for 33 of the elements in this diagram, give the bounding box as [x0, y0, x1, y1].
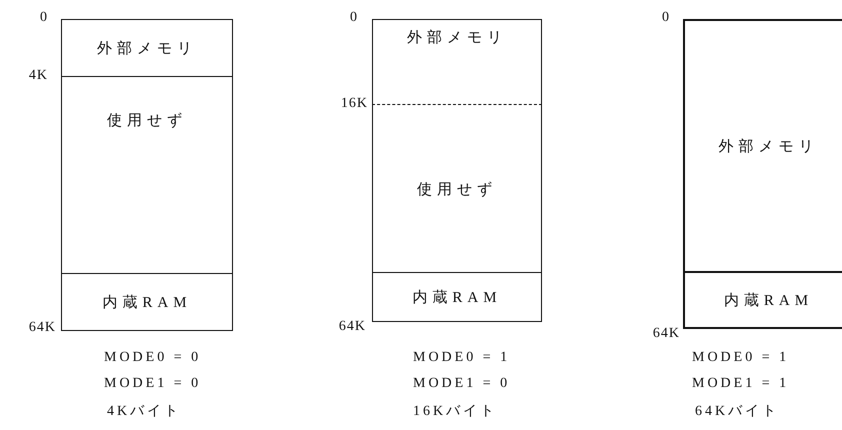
mode-label: 16Kバイト — [413, 403, 498, 420]
mode-label: 64Kバイト — [695, 403, 780, 420]
memory-region — [61, 76, 233, 275]
mode-label: MODE1 = 1 — [692, 376, 790, 392]
region-label: 外部メモリ — [407, 28, 507, 47]
memory-region — [683, 271, 842, 329]
address-label: 64K — [652, 326, 680, 342]
address-label: 16K — [340, 96, 368, 112]
region-label: 外部メモリ — [97, 40, 197, 58]
region-label: 使用せず — [417, 180, 497, 198]
mode-label: 4Kバイト — [107, 403, 182, 420]
address-label: 0 — [350, 10, 358, 26]
memory-region — [372, 19, 542, 105]
mode-label: MODE1 = 0 — [413, 376, 510, 392]
mode-label: MODE0 = 1 — [692, 350, 790, 366]
mode-label: MODE0 = 0 — [104, 350, 202, 366]
memory-region — [61, 273, 233, 331]
memory-region — [372, 272, 542, 322]
region-label: 外部メモリ — [718, 138, 818, 156]
memory-region — [683, 19, 842, 273]
region-label: 使用せず — [107, 112, 187, 130]
address-label: 0 — [40, 10, 48, 26]
region-label: 内蔵RAM — [102, 294, 192, 312]
address-label: 4K — [28, 68, 48, 84]
mode-label: MODE0 = 1 — [413, 350, 510, 366]
memory-region — [372, 104, 542, 274]
memory-region — [61, 19, 233, 77]
address-label: 64K — [28, 320, 56, 336]
region-label: 内蔵RAM — [724, 292, 814, 310]
address-label: 0 — [662, 10, 670, 26]
address-label: 64K — [338, 319, 366, 335]
region-label: 内蔵RAM — [412, 288, 502, 306]
mode-label: MODE1 = 0 — [104, 376, 202, 392]
